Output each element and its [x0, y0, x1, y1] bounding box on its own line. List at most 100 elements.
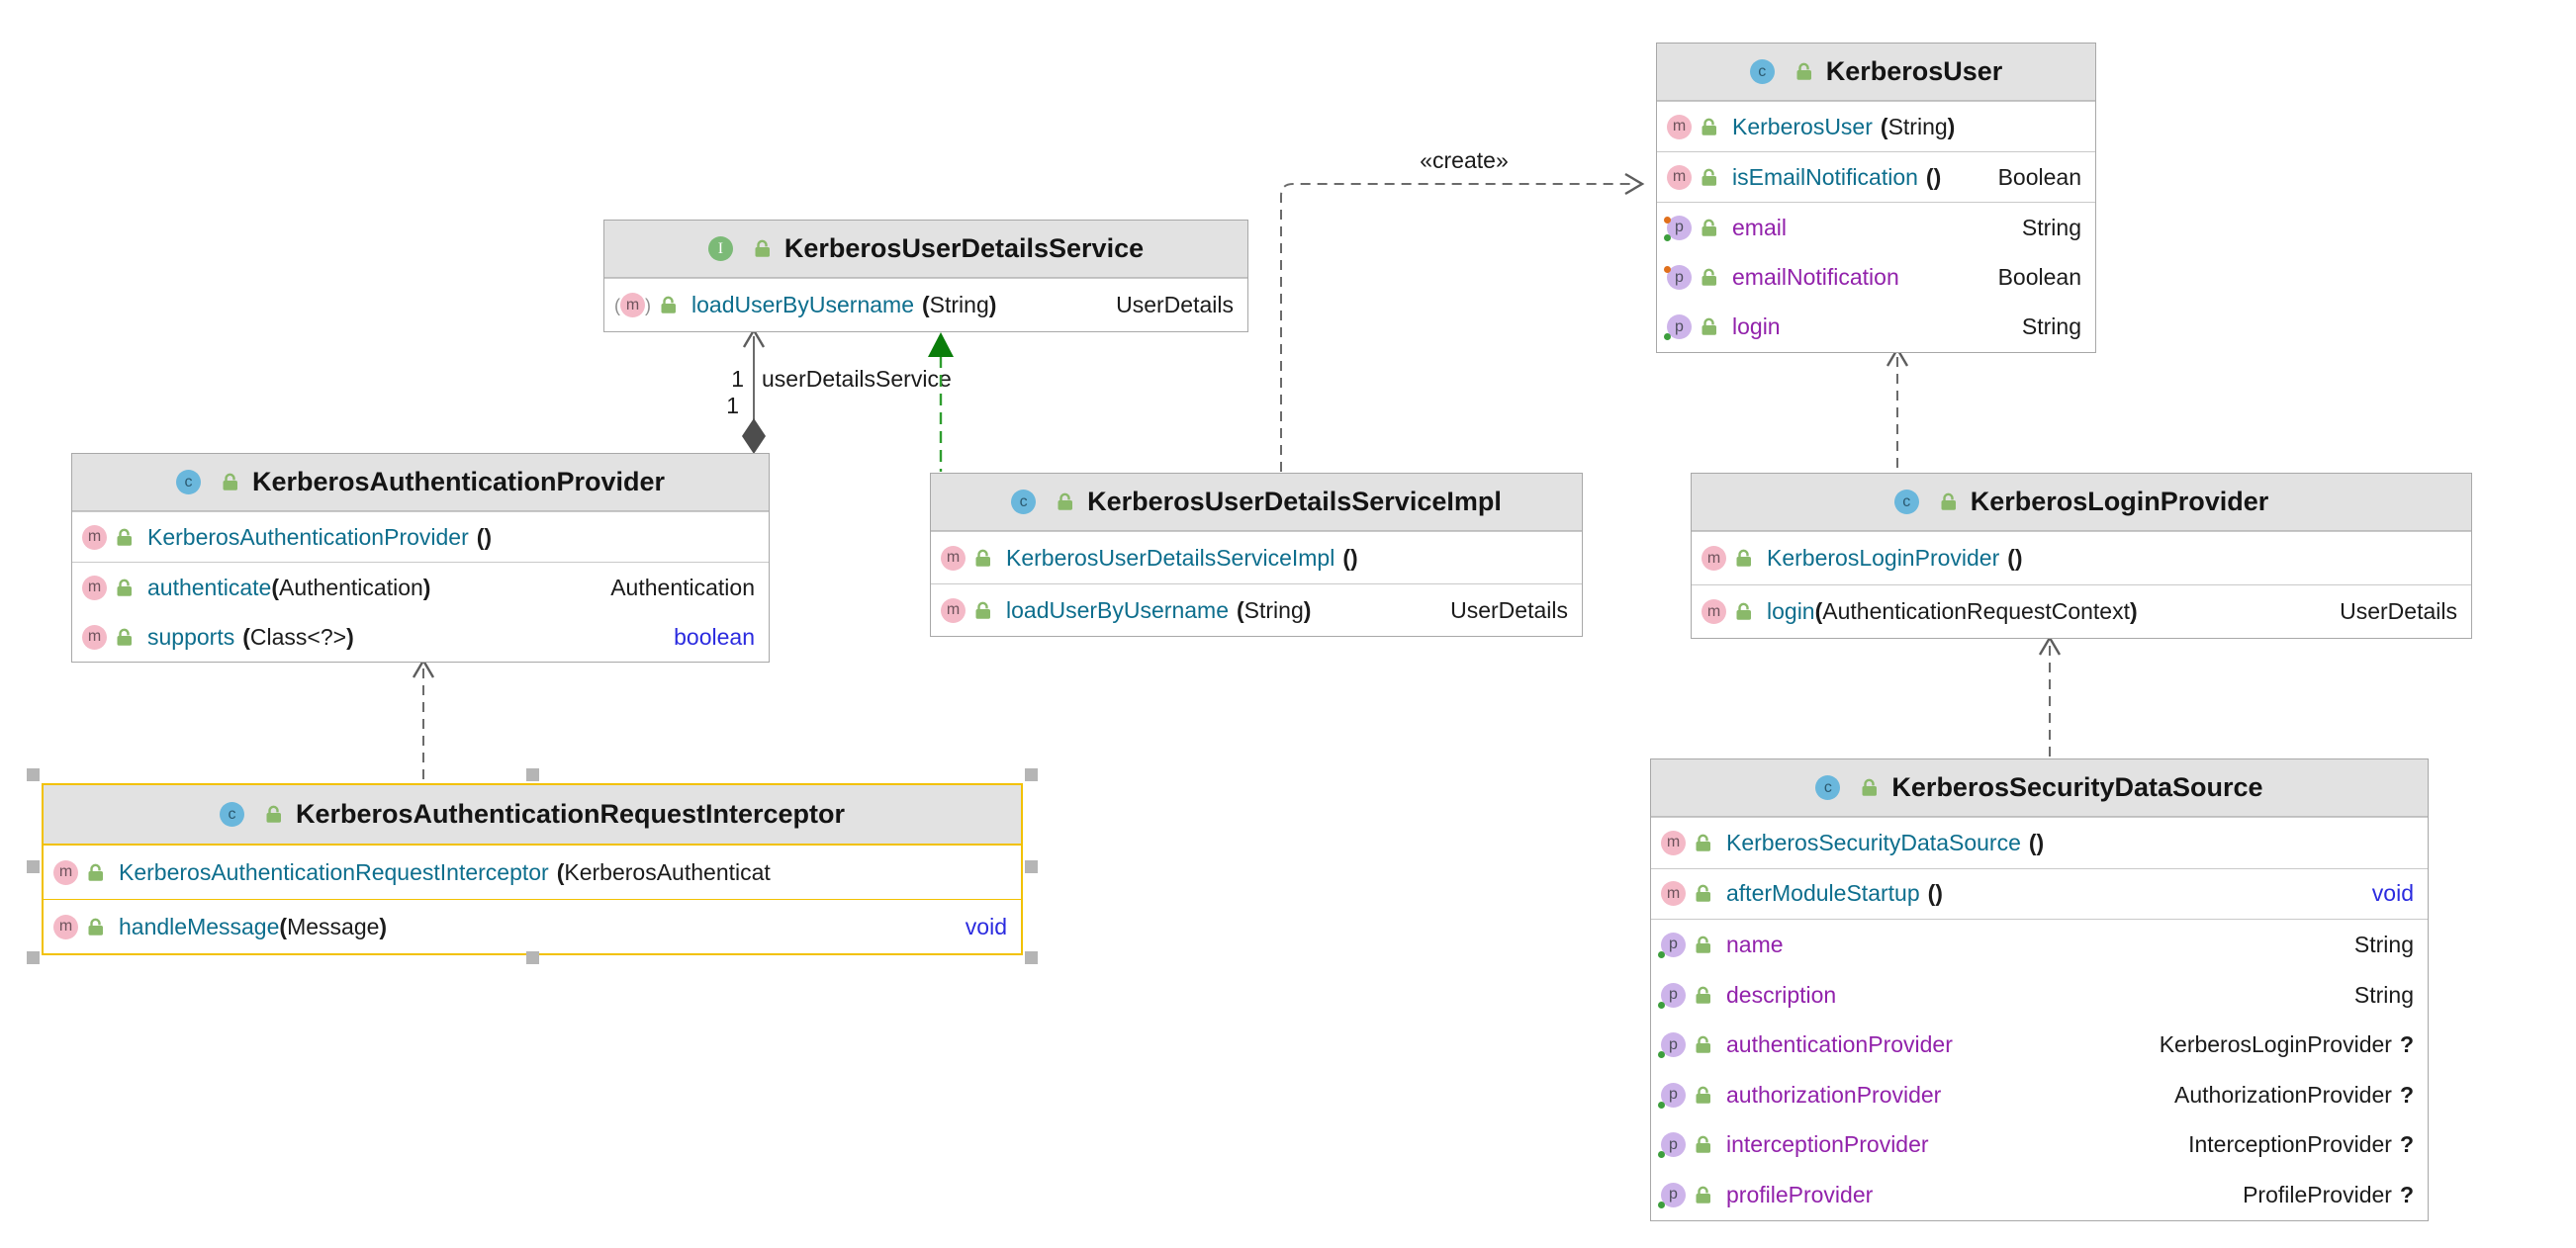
- method-icon: m: [82, 524, 107, 550]
- lock-icon: [266, 805, 281, 823]
- property-icon: p: [1658, 982, 1686, 1009]
- property-name: profileProvider: [1726, 1181, 1874, 1207]
- return-type: InterceptionProvider: [2188, 1131, 2392, 1158]
- lock-icon: [661, 296, 676, 313]
- nullable-marker: ?: [2399, 1181, 2414, 1207]
- class-header[interactable]: c KerberosUserDetailsServiceImpl: [931, 474, 1582, 531]
- setter-dot: [1664, 266, 1671, 274]
- class-icon: c: [1815, 775, 1841, 800]
- lock-icon: [1736, 549, 1751, 567]
- selection-handle[interactable]: [1025, 768, 1038, 781]
- close-paren: ): [1947, 113, 1956, 139]
- property-name: name: [1726, 931, 1784, 957]
- property-icon: p: [1658, 932, 1686, 958]
- lock-icon: [1736, 602, 1751, 620]
- property-name: emailNotification: [1732, 264, 1899, 291]
- param-types: Message: [287, 913, 380, 939]
- selection-handle[interactable]: [1025, 859, 1038, 873]
- selection-handle[interactable]: [27, 768, 40, 781]
- lock-icon: [1702, 268, 1716, 286]
- open-paren: (: [1925, 163, 1934, 190]
- lock-icon: [117, 528, 132, 546]
- return-type: String: [2021, 214, 2081, 240]
- class-icon: c: [175, 470, 201, 494]
- method-name: loadUserByUsername: [1006, 596, 1229, 623]
- method-icon: m: [53, 914, 78, 939]
- open-paren: (: [1880, 113, 1888, 139]
- method-icon: m: [53, 859, 78, 885]
- open-paren: (: [242, 623, 250, 650]
- nullable-marker: ?: [2399, 1031, 2414, 1058]
- class-title: KerberosUserDetailsServiceImpl: [1087, 487, 1502, 516]
- class-icon: c: [1011, 490, 1037, 514]
- property-name: authenticationProvider: [1726, 1031, 1953, 1058]
- lock-icon: [223, 473, 237, 490]
- selection-handle[interactable]: [27, 951, 40, 964]
- return-type: void: [965, 913, 1007, 939]
- return-type: ProfileProvider: [2243, 1181, 2392, 1207]
- class-icon: c: [1893, 490, 1919, 514]
- close-paren: ): [484, 523, 493, 550]
- close-paren: ): [1933, 163, 1942, 190]
- close-paren: ): [1303, 596, 1312, 623]
- method-name: authenticate: [147, 574, 272, 600]
- lock-icon: [1696, 1186, 1710, 1203]
- getter-dot: [1658, 1051, 1665, 1059]
- param-types: Class<?>: [249, 623, 347, 650]
- selection-handle[interactable]: [27, 859, 40, 873]
- open-paren: (: [271, 574, 279, 600]
- lock-icon: [1702, 317, 1716, 336]
- open-paren: (: [2028, 829, 2037, 855]
- selection-handle[interactable]: [1025, 951, 1038, 964]
- close-paren: ): [346, 623, 354, 650]
- selection-handle[interactable]: [525, 768, 539, 781]
- selection-handle[interactable]: [525, 951, 539, 964]
- lock-icon: [117, 579, 132, 596]
- param-types: Authentication: [279, 574, 423, 600]
- method-row[interactable]: (m)loadUserByUsername(String)UserDetails: [604, 279, 1247, 331]
- property-name: login: [1732, 313, 1781, 340]
- param-types: String: [1243, 596, 1304, 623]
